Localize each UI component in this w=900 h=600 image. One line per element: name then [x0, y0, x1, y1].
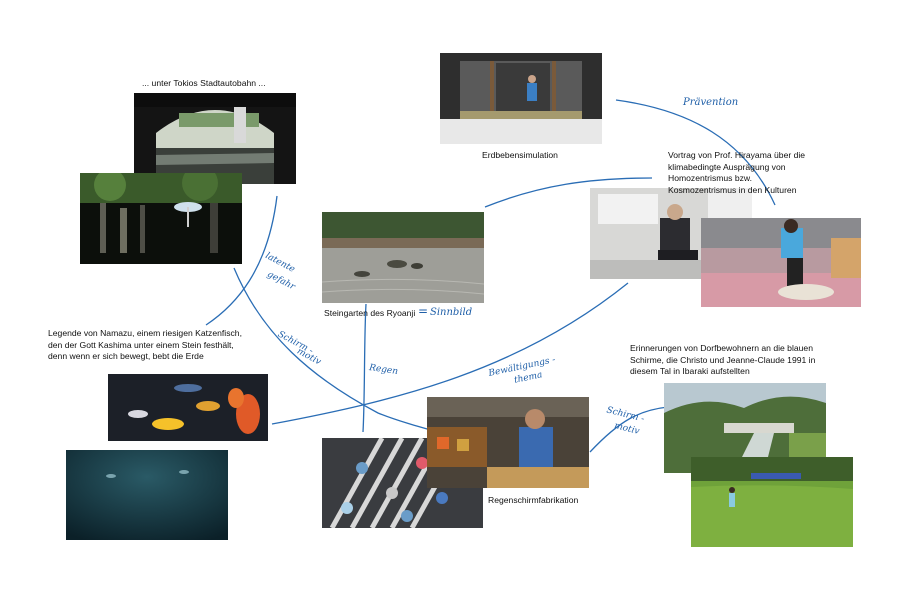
note-praevention: Prävention — [683, 97, 739, 108]
photo-underwater — [66, 450, 228, 540]
note-sinnbild: Sinnbild — [430, 307, 473, 318]
note-sinnbild-equals: = — [418, 304, 429, 318]
caption-earthquake-sim: Erdbebensimulation — [482, 150, 558, 160]
photo-tatami-room — [440, 53, 602, 144]
caption-rock-garden: Steingarten des Ryoanji — [324, 308, 416, 318]
photo-rock-garden — [322, 212, 484, 303]
photo-aquarium-fish — [108, 374, 268, 441]
caption-umbrella-factory: Regenschirmfabrikation — [488, 495, 579, 505]
line-regen — [362, 303, 367, 433]
caption-namazu: Legende von Namazu, einem riesigen Katze… — [48, 328, 242, 361]
note-regen: Regen — [368, 363, 399, 377]
photo-umbrella-maker — [427, 397, 589, 488]
note-schirmmotiv-right-line2: motiv — [613, 421, 641, 437]
photo-forest-graves — [80, 173, 242, 264]
photo-rice-field — [691, 457, 853, 547]
caption-memories: Erinnerungen von Dorfbewohnern an die bl… — [630, 343, 816, 376]
photo-bridge-arch — [134, 93, 296, 184]
caption-lecture: Vortrag von Prof. Hirayama über die klim… — [668, 150, 806, 195]
photo-cpr-training — [701, 218, 861, 307]
caption-tokyo-highway: ... unter Tokios Stadtautobahn ... — [142, 78, 266, 88]
note-schirmmotiv-right-line1: Schirm - — [605, 405, 646, 425]
